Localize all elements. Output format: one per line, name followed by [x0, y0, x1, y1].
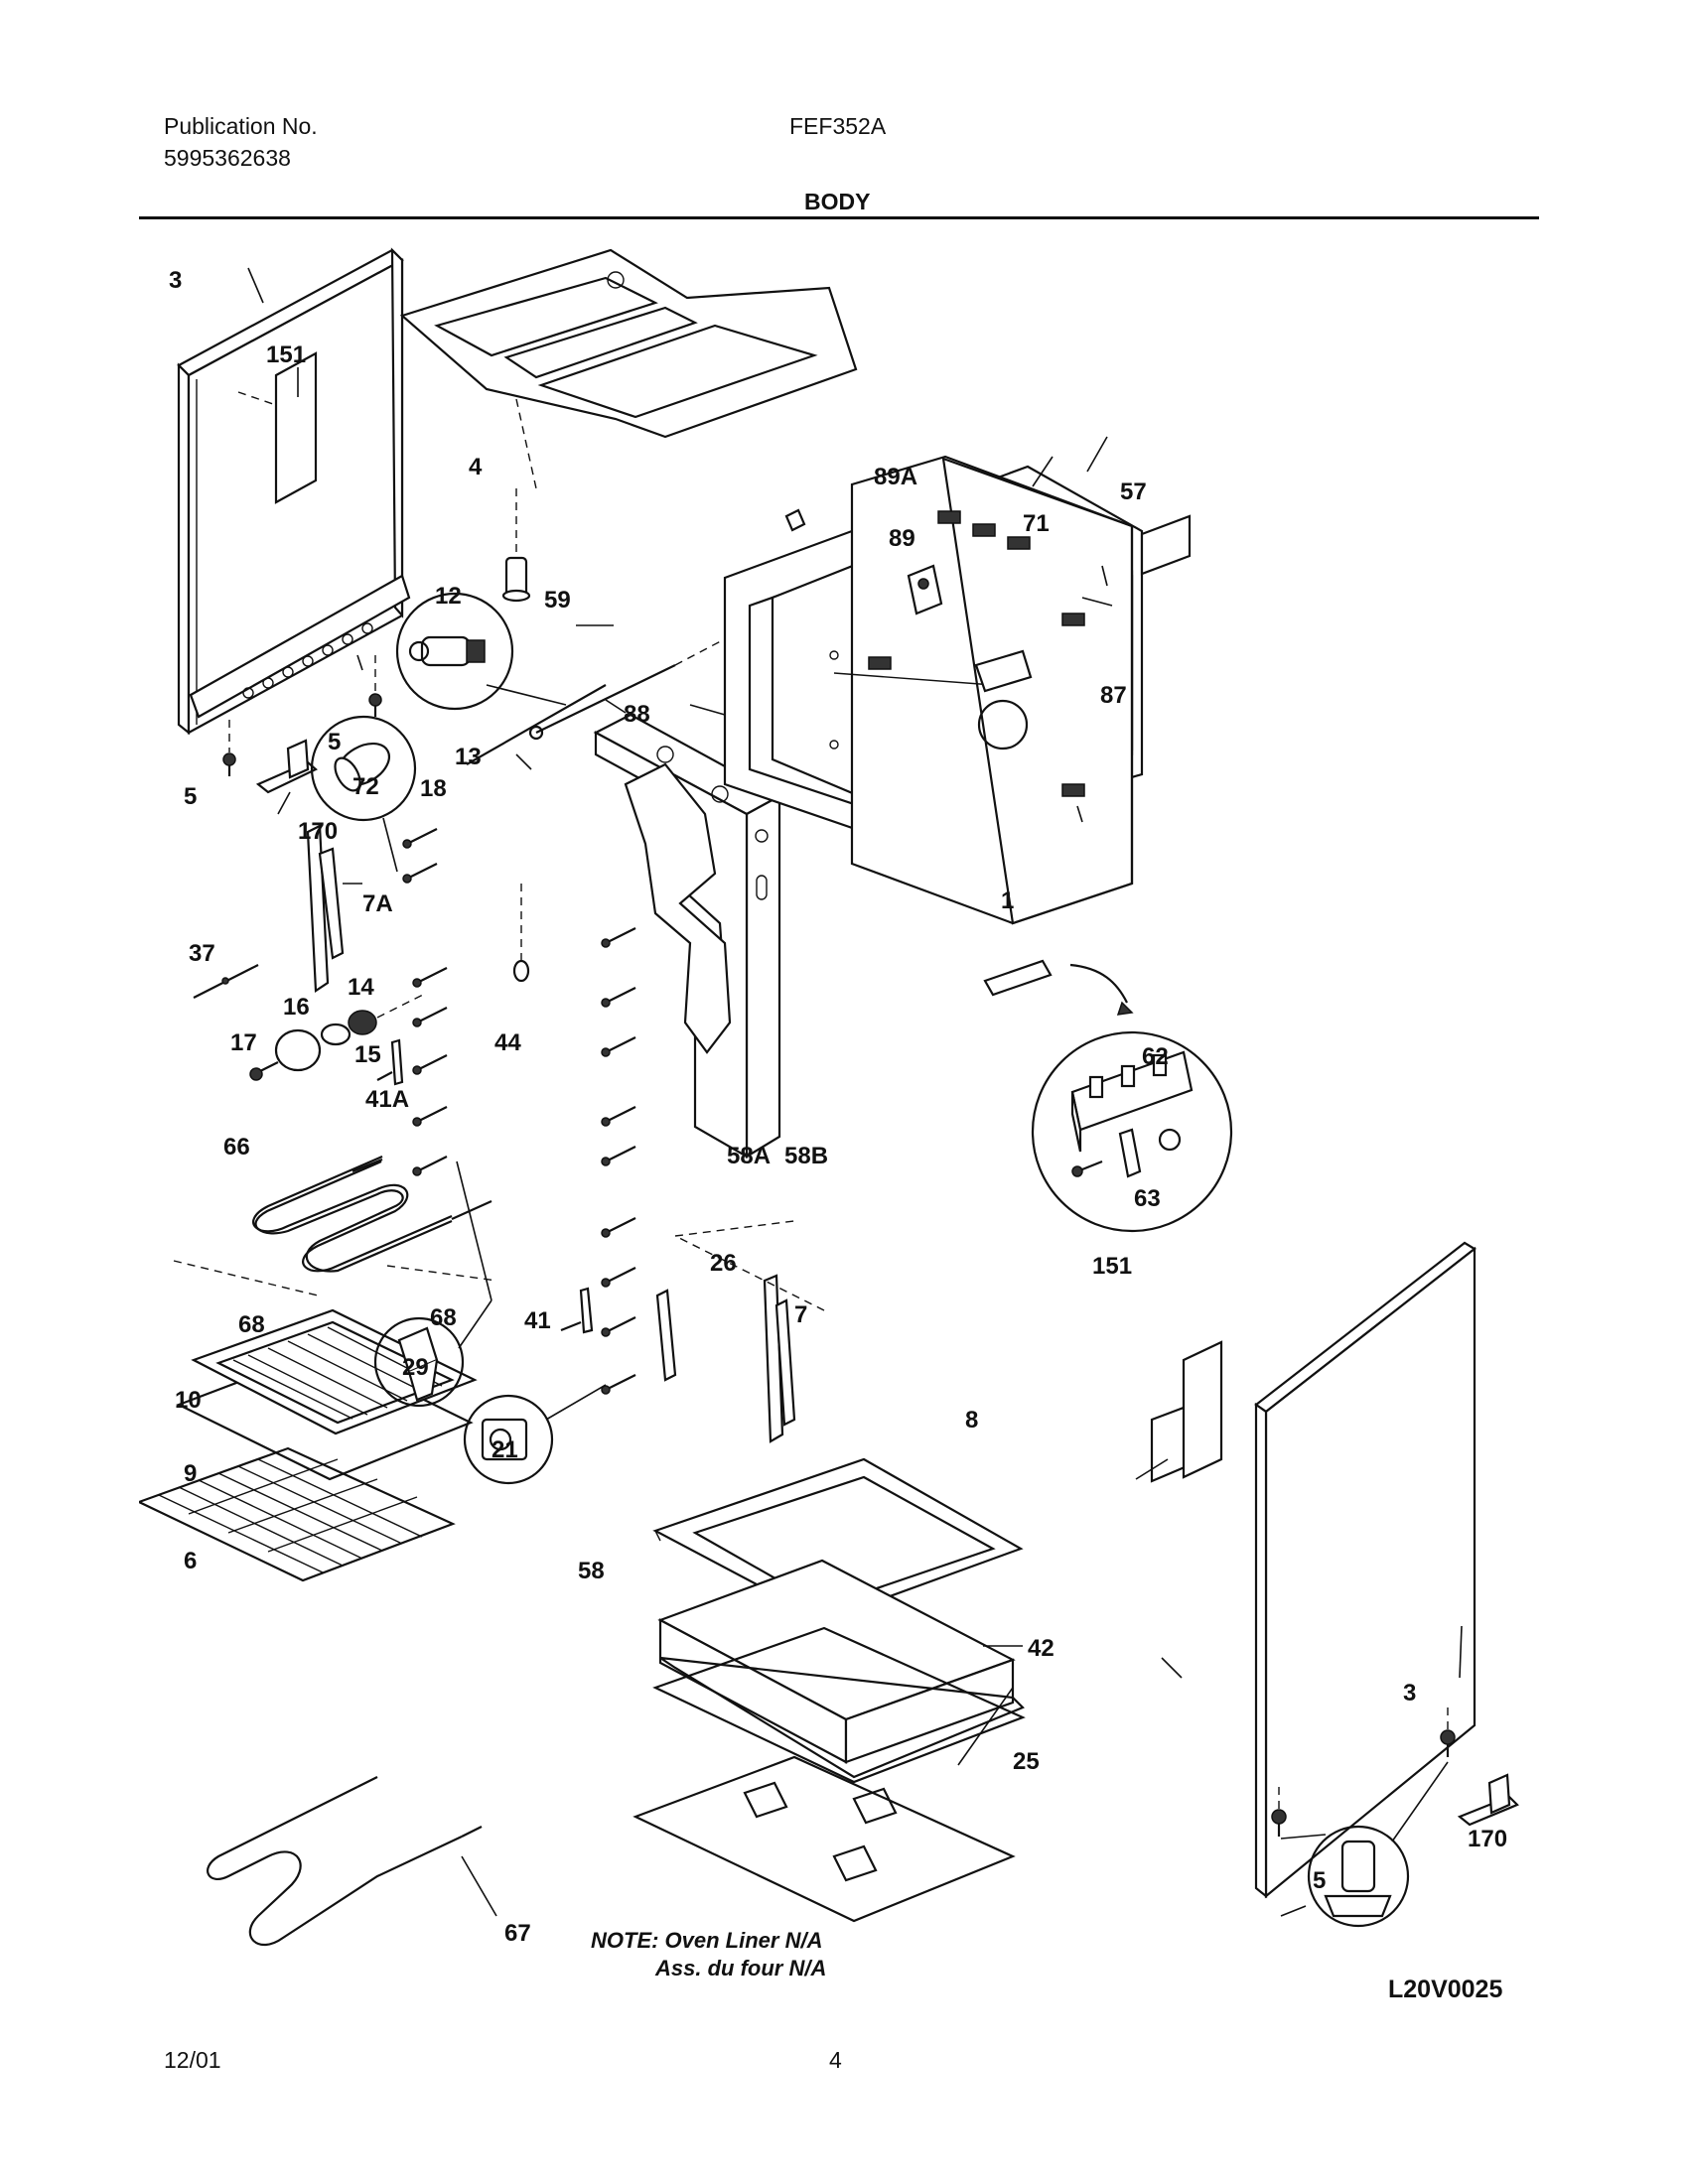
part-label: 68 [238, 1311, 265, 1338]
publication-date: 12/01 [164, 2047, 221, 2073]
part-label: 10 [175, 1387, 202, 1414]
part-label: 3 [169, 267, 182, 294]
part-label: 72 [352, 773, 379, 800]
part-label: 21 [492, 1436, 518, 1463]
part-label: 170 [1468, 1826, 1507, 1852]
part-label: 5 [184, 783, 197, 810]
bracket-89 [784, 508, 943, 615]
part-label: 13 [455, 744, 482, 770]
anti-tip-bracket-right [1457, 1773, 1519, 1827]
oven-rack-slide-right [655, 1220, 825, 1443]
leveling-screw-right [1271, 1707, 1456, 1837]
right-side-panel [1150, 1241, 1477, 1899]
part-label: 9 [184, 1460, 197, 1487]
detail-circle-5 [1280, 1761, 1449, 1928]
part-label: 6 [184, 1548, 197, 1574]
part-label: 58 [578, 1558, 605, 1584]
part-label: 59 [544, 587, 571, 614]
part-label: 16 [283, 994, 310, 1021]
part-label: 37 [189, 940, 215, 967]
part-label: 42 [1028, 1635, 1055, 1662]
wire-37 [193, 964, 259, 999]
part-label: 26 [710, 1250, 737, 1277]
drawing-code: L20V0025 [1388, 1976, 1502, 2003]
part-label: 7 [794, 1301, 807, 1328]
part-label: 15 [354, 1041, 381, 1068]
glide-post [501, 556, 531, 603]
part-label: 1 [1001, 887, 1014, 914]
broil-element [173, 1155, 497, 1297]
part-label: 4 [469, 454, 483, 480]
part-label: 88 [624, 701, 650, 728]
part-label: 68 [430, 1304, 457, 1331]
page-number: 4 [829, 2047, 842, 2073]
part-label: 57 [1120, 478, 1147, 505]
part-label: 67 [504, 1920, 531, 1947]
part-label: 5 [1313, 1867, 1326, 1894]
publication-number: 5995362638 [164, 145, 291, 171]
detail-circle-72 [310, 715, 417, 873]
part-label: 58B [784, 1143, 828, 1169]
bracket-41a [376, 1038, 404, 1086]
section-title: BODY [804, 189, 871, 214]
left-side-panel [177, 247, 411, 736]
part-label: 29 [402, 1354, 429, 1381]
part-label: 5 [328, 729, 341, 755]
part-label: 12 [435, 583, 462, 610]
heat-deflector [633, 1755, 1016, 1923]
detail-circle-62 [1031, 1030, 1233, 1233]
detail-circle-21 [463, 1384, 607, 1485]
detail-circle-12 [395, 592, 567, 711]
part-label: 14 [348, 974, 374, 1001]
part-label: 44 [494, 1029, 521, 1056]
clip-column-center [601, 927, 636, 1395]
part-label: 41A [365, 1086, 409, 1113]
note-line-1: NOTE: Oven Liner N/A [591, 1928, 822, 1953]
bracket-41 [560, 1287, 594, 1334]
part-label: 18 [420, 775, 447, 802]
part-label: 66 [223, 1134, 250, 1160]
part-label: 151 [266, 341, 306, 368]
part-label: 8 [965, 1407, 978, 1433]
label-plate [1140, 514, 1192, 576]
part-label: 89A [874, 464, 917, 490]
part-label: 63 [1134, 1185, 1161, 1212]
note-line-2: Ass. du four N/A [654, 1956, 826, 1980]
part-label: 17 [230, 1029, 257, 1056]
bake-element [207, 1776, 497, 1947]
oven-bottom [652, 1626, 1026, 1784]
part-label: 89 [889, 525, 915, 552]
oven-rack [139, 1446, 456, 1582]
top-panel [399, 248, 858, 489]
leader-lines [247, 267, 1463, 1917]
part-label: 3 [1403, 1680, 1416, 1706]
part-label: 7A [362, 890, 393, 917]
part-label: 151 [1092, 1253, 1132, 1280]
oven-rack-slide-left [306, 824, 362, 993]
terminal-block [983, 959, 1134, 1016]
model-number: FEF352A [789, 113, 887, 139]
part-label: 87 [1100, 682, 1127, 709]
sensor-44 [512, 884, 530, 983]
insulation-pad [657, 1559, 1016, 1764]
clip-column [402, 828, 448, 1176]
part-label: 58A [727, 1143, 771, 1169]
part-label: 62 [1142, 1043, 1169, 1070]
publication-label: Publication No. [164, 113, 318, 139]
anti-tip-bracket [255, 739, 318, 815]
front-frame [593, 713, 782, 1159]
part-label: 71 [1023, 510, 1050, 537]
oven-light-assembly [249, 992, 428, 1081]
exploded-parts-diagram: 3 151 5 5 170 4 12 59 13 88 72 18 7A 37 … [139, 247, 1519, 2003]
detail-circle-29 [373, 1160, 492, 1408]
header-rule [139, 216, 1539, 219]
part-label: 170 [298, 818, 338, 845]
leveling-screw [222, 655, 382, 776]
rear-cover [833, 455, 1134, 925]
part-label: 41 [524, 1307, 551, 1334]
part-label: 25 [1013, 1748, 1040, 1775]
